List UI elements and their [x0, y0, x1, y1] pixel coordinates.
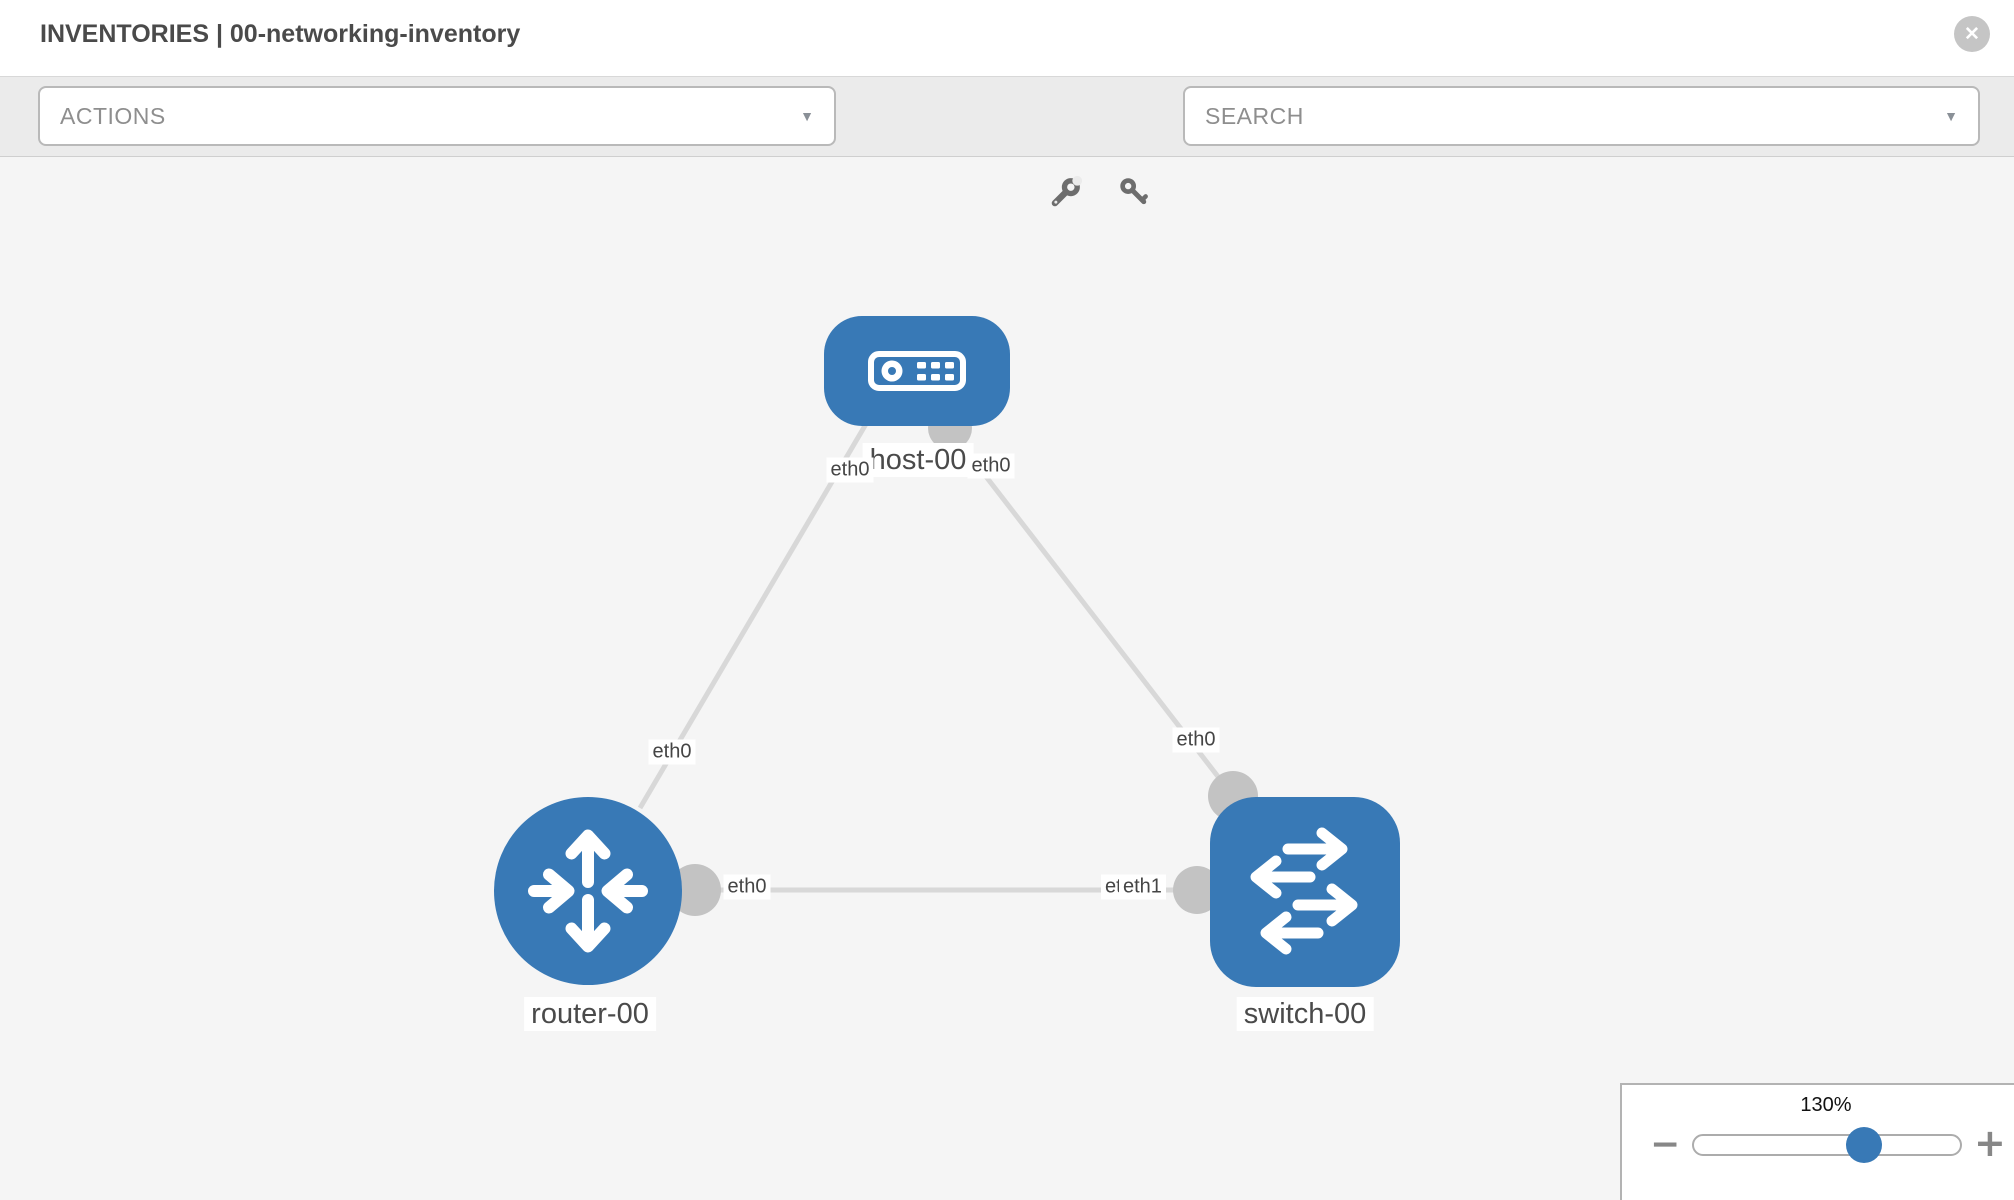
actions-dropdown-label: ACTIONS — [60, 102, 166, 129]
chevron-down-icon: ▼ — [1944, 108, 1958, 124]
node-label-router-00: router-00 — [524, 997, 656, 1031]
interface-label: eth0 — [648, 739, 696, 765]
wrench-icon — [1051, 176, 1082, 207]
node-label-switch-00: switch-00 — [1236, 997, 1374, 1031]
interface-label: eth0 — [967, 453, 1015, 479]
switch-icon — [1250, 827, 1358, 955]
minus-icon: − — [1650, 1124, 1681, 1165]
close-icon: ✕ — [1964, 23, 1980, 45]
interface-label: eth0 — [723, 874, 771, 900]
search-dropdown-label: SEARCH — [1205, 102, 1304, 129]
close-button[interactable]: ✕ — [1954, 16, 1990, 52]
plus-icon: + — [1974, 1121, 2006, 1165]
page-title: INVENTORIES | 00-networking-inventory — [40, 20, 521, 48]
topology-svg — [637, 406, 1258, 916]
actions-dropdown[interactable]: ACTIONS ▼ — [38, 86, 836, 146]
zoom-panel: 130% − + — [1620, 1083, 2014, 1200]
zoom-level: 130% — [1800, 1094, 1852, 1116]
header: INVENTORIES | 00-networking-inventory ✕ — [0, 0, 2014, 76]
zoom-slider-track[interactable] — [1692, 1134, 1962, 1156]
interface-label: eth0 — [1172, 727, 1220, 753]
node-host-00[interactable] — [824, 316, 1010, 426]
key-icon — [1120, 178, 1148, 205]
search-dropdown[interactable]: SEARCH ▼ — [1183, 86, 1980, 146]
toolbar: ACTIONS ▼ SEARCH ▼ — [0, 76, 2014, 207]
zoom-in-button[interactable]: + — [1974, 1121, 2006, 1165]
zoom-out-button[interactable]: − — [1650, 1124, 1680, 1165]
chevron-down-icon: ▼ — [800, 108, 814, 124]
connector-dot-switch-left — [1173, 866, 1221, 914]
host-icon — [868, 351, 966, 391]
topology-canvas[interactable] — [0, 157, 2014, 1200]
node-label-host-00: host-00 — [862, 443, 974, 477]
interface-label: eth1 — [1119, 874, 1166, 900]
zoom-slider-thumb[interactable] — [1846, 1127, 1882, 1163]
connector-dot-router-right — [669, 864, 721, 916]
wrench-button[interactable] — [1048, 176, 1082, 210]
key-button[interactable] — [1117, 176, 1151, 210]
node-switch-00[interactable] — [1210, 797, 1400, 987]
node-router-00[interactable] — [494, 797, 682, 985]
interface-label: eth0 — [826, 457, 874, 483]
router-icon — [528, 829, 648, 953]
